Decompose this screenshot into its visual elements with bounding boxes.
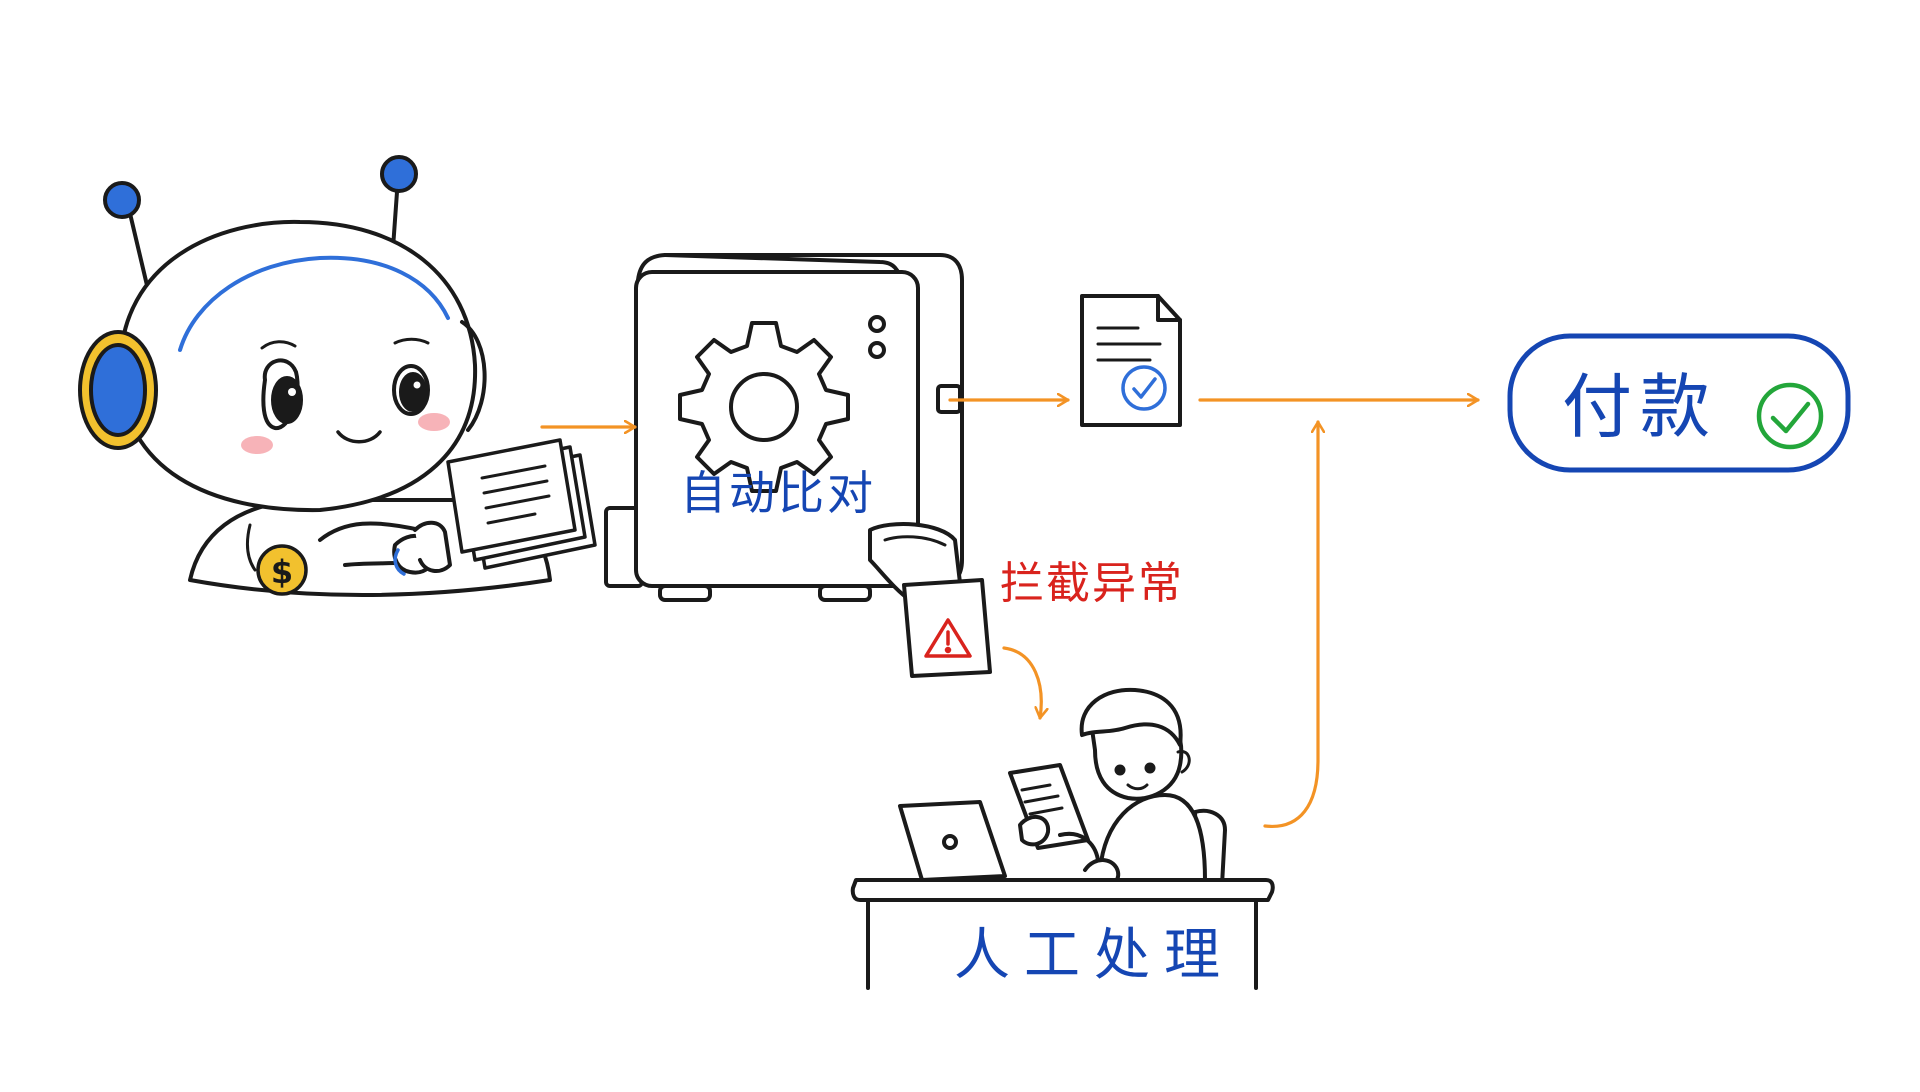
- person-torso: [1098, 793, 1207, 887]
- compare-label: 自动比对: [680, 466, 876, 520]
- person-at-desk: [850, 687, 1275, 990]
- desk: [850, 878, 1275, 902]
- pay-box: [1507, 333, 1851, 473]
- dollar-symbol: $: [271, 553, 293, 591]
- verified-check-icon: [1121, 365, 1167, 411]
- pay-node: [1507, 333, 1851, 473]
- machine-light-bottom: [868, 341, 886, 359]
- flow-arrows: [540, 400, 1480, 828]
- robot-ear-right: [460, 320, 487, 432]
- intercept-label: 拦截异常: [1000, 558, 1184, 609]
- robot-character: $: [78, 155, 597, 597]
- check-icon: [1756, 382, 1824, 450]
- warning-icon: [924, 618, 972, 658]
- document-stack: [446, 438, 597, 570]
- robot-antenna-left: [103, 181, 152, 300]
- robot-ear-left: [78, 330, 158, 450]
- rejected-document: [902, 578, 992, 678]
- pay-label: 付款: [1562, 366, 1718, 448]
- dollar-coin-icon: $: [256, 544, 308, 596]
- arrow-manual-to-pay: [1263, 420, 1318, 828]
- person-head: [1079, 687, 1191, 801]
- robot-head: [118, 219, 478, 513]
- arrow-intercept-to-manual: [1002, 646, 1041, 720]
- gear-icon: [678, 321, 850, 493]
- manual-label: 人工处理: [954, 923, 1234, 988]
- robot-face: [241, 337, 450, 454]
- machine-light-top: [868, 315, 886, 333]
- comparison-machine: [604, 253, 992, 678]
- document-icon: [1080, 294, 1182, 427]
